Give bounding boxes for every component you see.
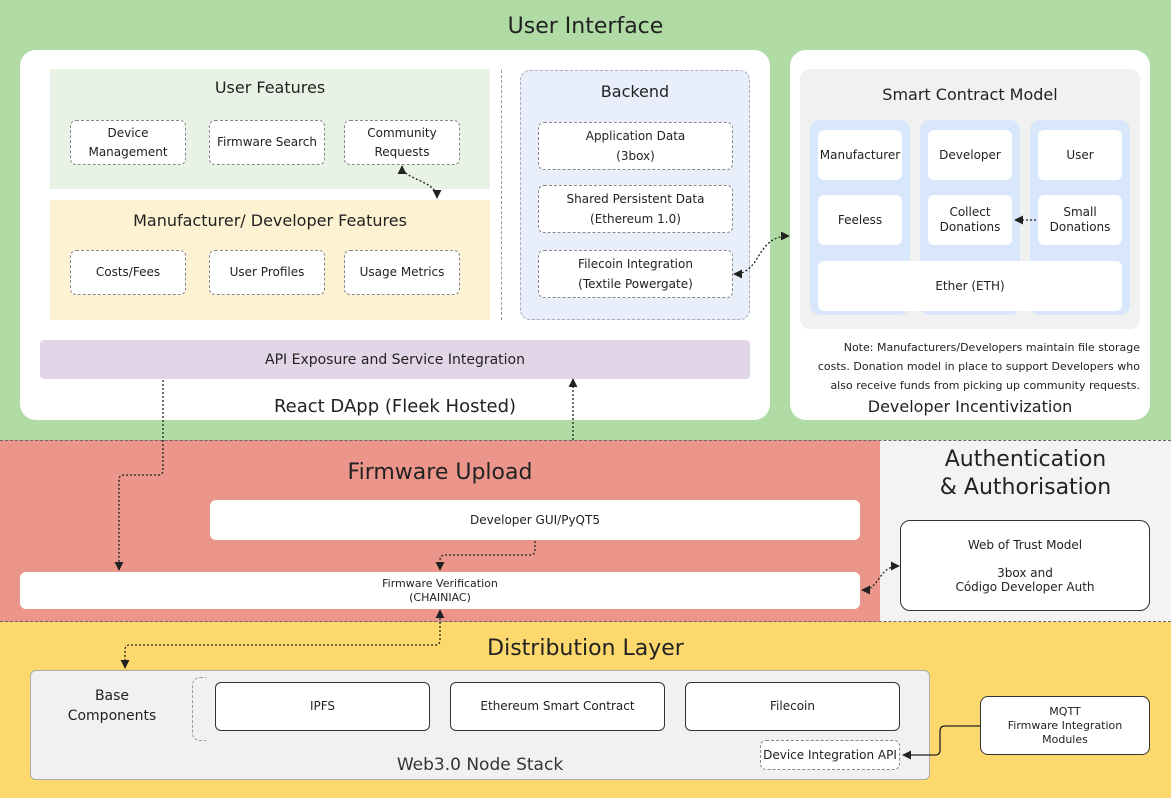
usage-metrics-box: Usage Metrics — [344, 250, 460, 295]
application-data-box: Application Data (3box) — [538, 122, 733, 170]
ipfs-box: IPFS — [215, 682, 430, 731]
api-exposure-bar: API Exposure and Service Integration — [40, 340, 750, 379]
user-cell: User — [1038, 130, 1122, 180]
device-management-box: Device Management — [70, 120, 186, 165]
ethereum-smart-contract-box: Ethereum Smart Contract — [450, 682, 665, 731]
layer-divider-bottom — [0, 621, 1171, 622]
web-of-trust-box: Web of Trust Model 3box and Código Devel… — [900, 520, 1150, 611]
dapp-separator — [501, 70, 502, 320]
backend-title: Backend — [600, 81, 670, 101]
layer-divider-top — [0, 440, 1171, 441]
firmware-upload-title: Firmware Upload — [347, 459, 533, 485]
ether-cell: Ether (ETH) — [818, 261, 1122, 311]
manufacturer-cell: Manufacturer — [818, 130, 902, 180]
distribution-title: Distribution Layer — [487, 635, 684, 661]
firmware-verification-box: Firmware Verification (CHAINIAC) — [20, 572, 860, 609]
small-donations-cell: Small Donations — [1038, 195, 1122, 245]
filecoin-box: Filecoin — [685, 682, 900, 731]
costs-fees-box: Costs/Fees — [70, 250, 186, 295]
smart-contract-title: Smart Contract Model — [882, 84, 1058, 104]
firmware-search-box: Firmware Search — [209, 120, 325, 165]
developer-incentivization-caption: Developer Incentivization — [867, 396, 1073, 416]
manufacturer-features-title: Manufacturer/ Developer Features — [133, 210, 407, 230]
base-components-bracket — [192, 677, 206, 741]
filecoin-integration-box: Filecoin Integration (Textile Powergate) — [538, 250, 733, 298]
mqtt-box: MQTT Firmware Integration Modules — [980, 696, 1150, 755]
user-profiles-box: User Profiles — [209, 250, 325, 295]
incentive-note: Note: Manufacturers/Developers maintain … — [817, 341, 1140, 392]
user-features-title: User Features — [214, 77, 326, 97]
shared-persistent-data-box: Shared Persistent Data (Ethereum 1.0) — [538, 185, 733, 233]
user-interface-title: User Interface — [507, 13, 664, 39]
web3-node-stack-caption: Web3.0 Node Stack — [396, 755, 564, 775]
developer-gui-box: Developer GUI/PyQT5 — [210, 500, 860, 540]
device-integration-api-box: Device Integration API — [760, 740, 900, 770]
feeless-cell: Feeless — [818, 195, 902, 245]
base-components-label: Base Components — [67, 688, 157, 724]
react-dapp-caption: React DApp (Fleek Hosted) — [273, 395, 517, 417]
community-requests-box: Community Requests — [344, 120, 460, 165]
developer-cell: Developer — [928, 130, 1012, 180]
auth-title: Authentication & Authorisation — [939, 447, 1112, 500]
collect-donations-cell: Collect Donations — [928, 195, 1012, 245]
